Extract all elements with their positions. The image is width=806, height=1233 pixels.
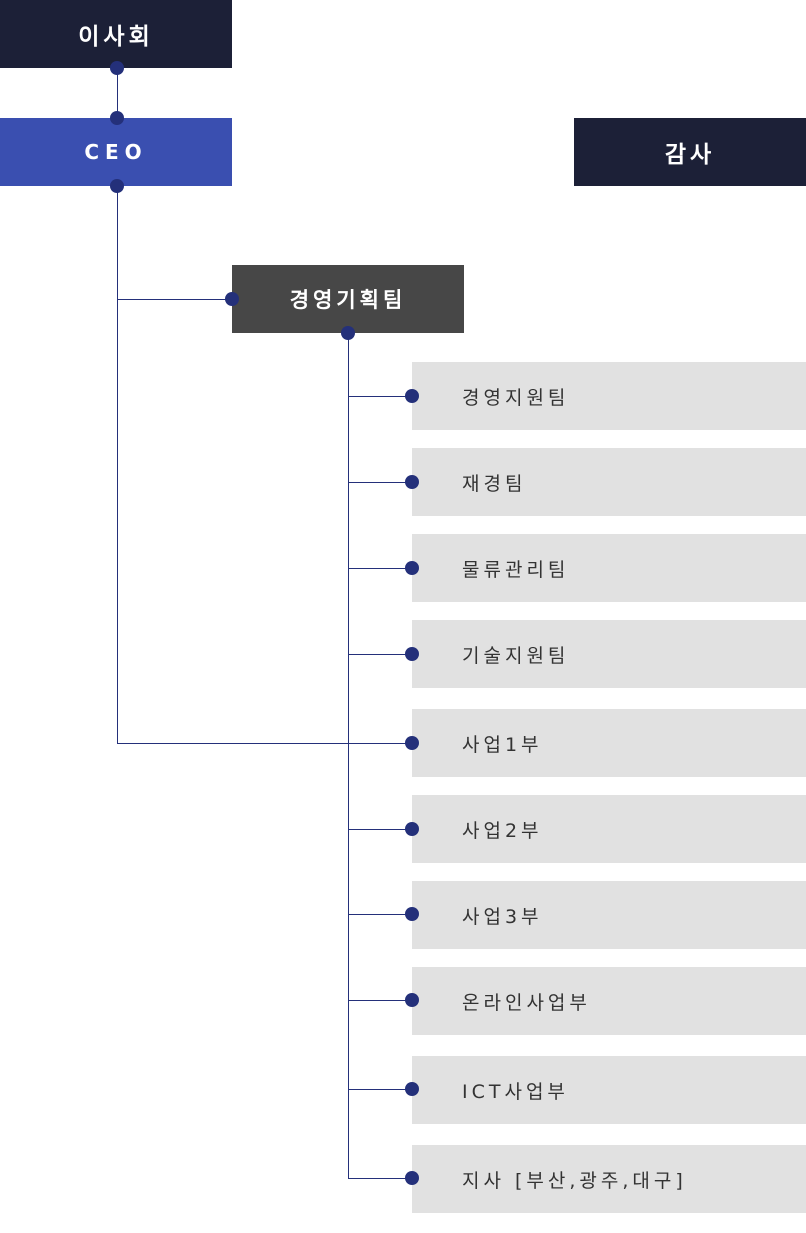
team-connector — [348, 829, 412, 830]
ceo-trunk-line — [117, 186, 118, 743]
ceo-top-dot — [110, 111, 124, 125]
ceo-planning-connector — [117, 299, 232, 300]
team-dot — [405, 389, 419, 403]
audit-label: 감사 — [664, 142, 716, 168]
team-box-finance: 재경팀 — [412, 448, 806, 516]
board-box: 이사회 — [0, 0, 232, 68]
team-label: 기술지원팀 — [462, 644, 570, 667]
planning-box: 경영기획팀 — [232, 265, 464, 333]
team-connector — [348, 396, 412, 397]
team-label: 물류관리팀 — [462, 558, 570, 581]
board-ceo-connector — [117, 68, 118, 118]
team-box-online-business: 온라인사업부 — [412, 967, 806, 1035]
board-bottom-dot — [110, 61, 124, 75]
team-dot — [405, 561, 419, 575]
planning-trunk-line — [348, 333, 349, 1179]
team-label: 사업3부 — [462, 905, 543, 928]
team-connector — [348, 654, 412, 655]
ceo-box: CEO — [0, 118, 232, 186]
team-dot — [405, 475, 419, 489]
team-box-tech-support: 기술지원팀 — [412, 620, 806, 688]
team-box-branches: 지사 [부산,광주,대구] — [412, 1145, 806, 1213]
team-connector — [348, 482, 412, 483]
team-connector — [348, 1178, 412, 1179]
team-connector — [348, 568, 412, 569]
team-connector — [348, 914, 412, 915]
planning-left-dot — [225, 292, 239, 306]
ceo-bottom-dot — [110, 179, 124, 193]
team-box-management-support: 경영지원팀 — [412, 362, 806, 430]
team-dot — [405, 736, 419, 750]
team-label: 재경팀 — [462, 472, 527, 495]
team-dot — [405, 907, 419, 921]
team-label: 지사 [부산,광주,대구] — [462, 1169, 687, 1192]
team-dot — [405, 1082, 419, 1096]
team-label: 사업1부 — [462, 733, 543, 756]
team-connector — [348, 1089, 412, 1090]
ceo-business1-connector — [117, 743, 412, 744]
team-box-business-2: 사업2부 — [412, 795, 806, 863]
audit-box: 감사 — [574, 118, 806, 186]
team-dot — [405, 822, 419, 836]
board-label: 이사회 — [78, 24, 154, 50]
planning-label: 경영기획팀 — [289, 288, 407, 312]
team-box-business-1: 사업1부 — [412, 709, 806, 777]
team-label: 경영지원팀 — [462, 386, 570, 409]
team-box-logistics: 물류관리팀 — [412, 534, 806, 602]
team-dot — [405, 647, 419, 661]
ceo-label: CEO — [84, 140, 148, 164]
team-connector — [348, 1000, 412, 1001]
team-label: 사업2부 — [462, 819, 543, 842]
team-box-business-3: 사업3부 — [412, 881, 806, 949]
team-dot — [405, 1171, 419, 1185]
team-label: 온라인사업부 — [462, 991, 591, 1014]
team-label: ICT사업부 — [462, 1080, 569, 1103]
planning-bottom-dot — [341, 326, 355, 340]
team-box-ict-business: ICT사업부 — [412, 1056, 806, 1124]
team-dot — [405, 993, 419, 1007]
